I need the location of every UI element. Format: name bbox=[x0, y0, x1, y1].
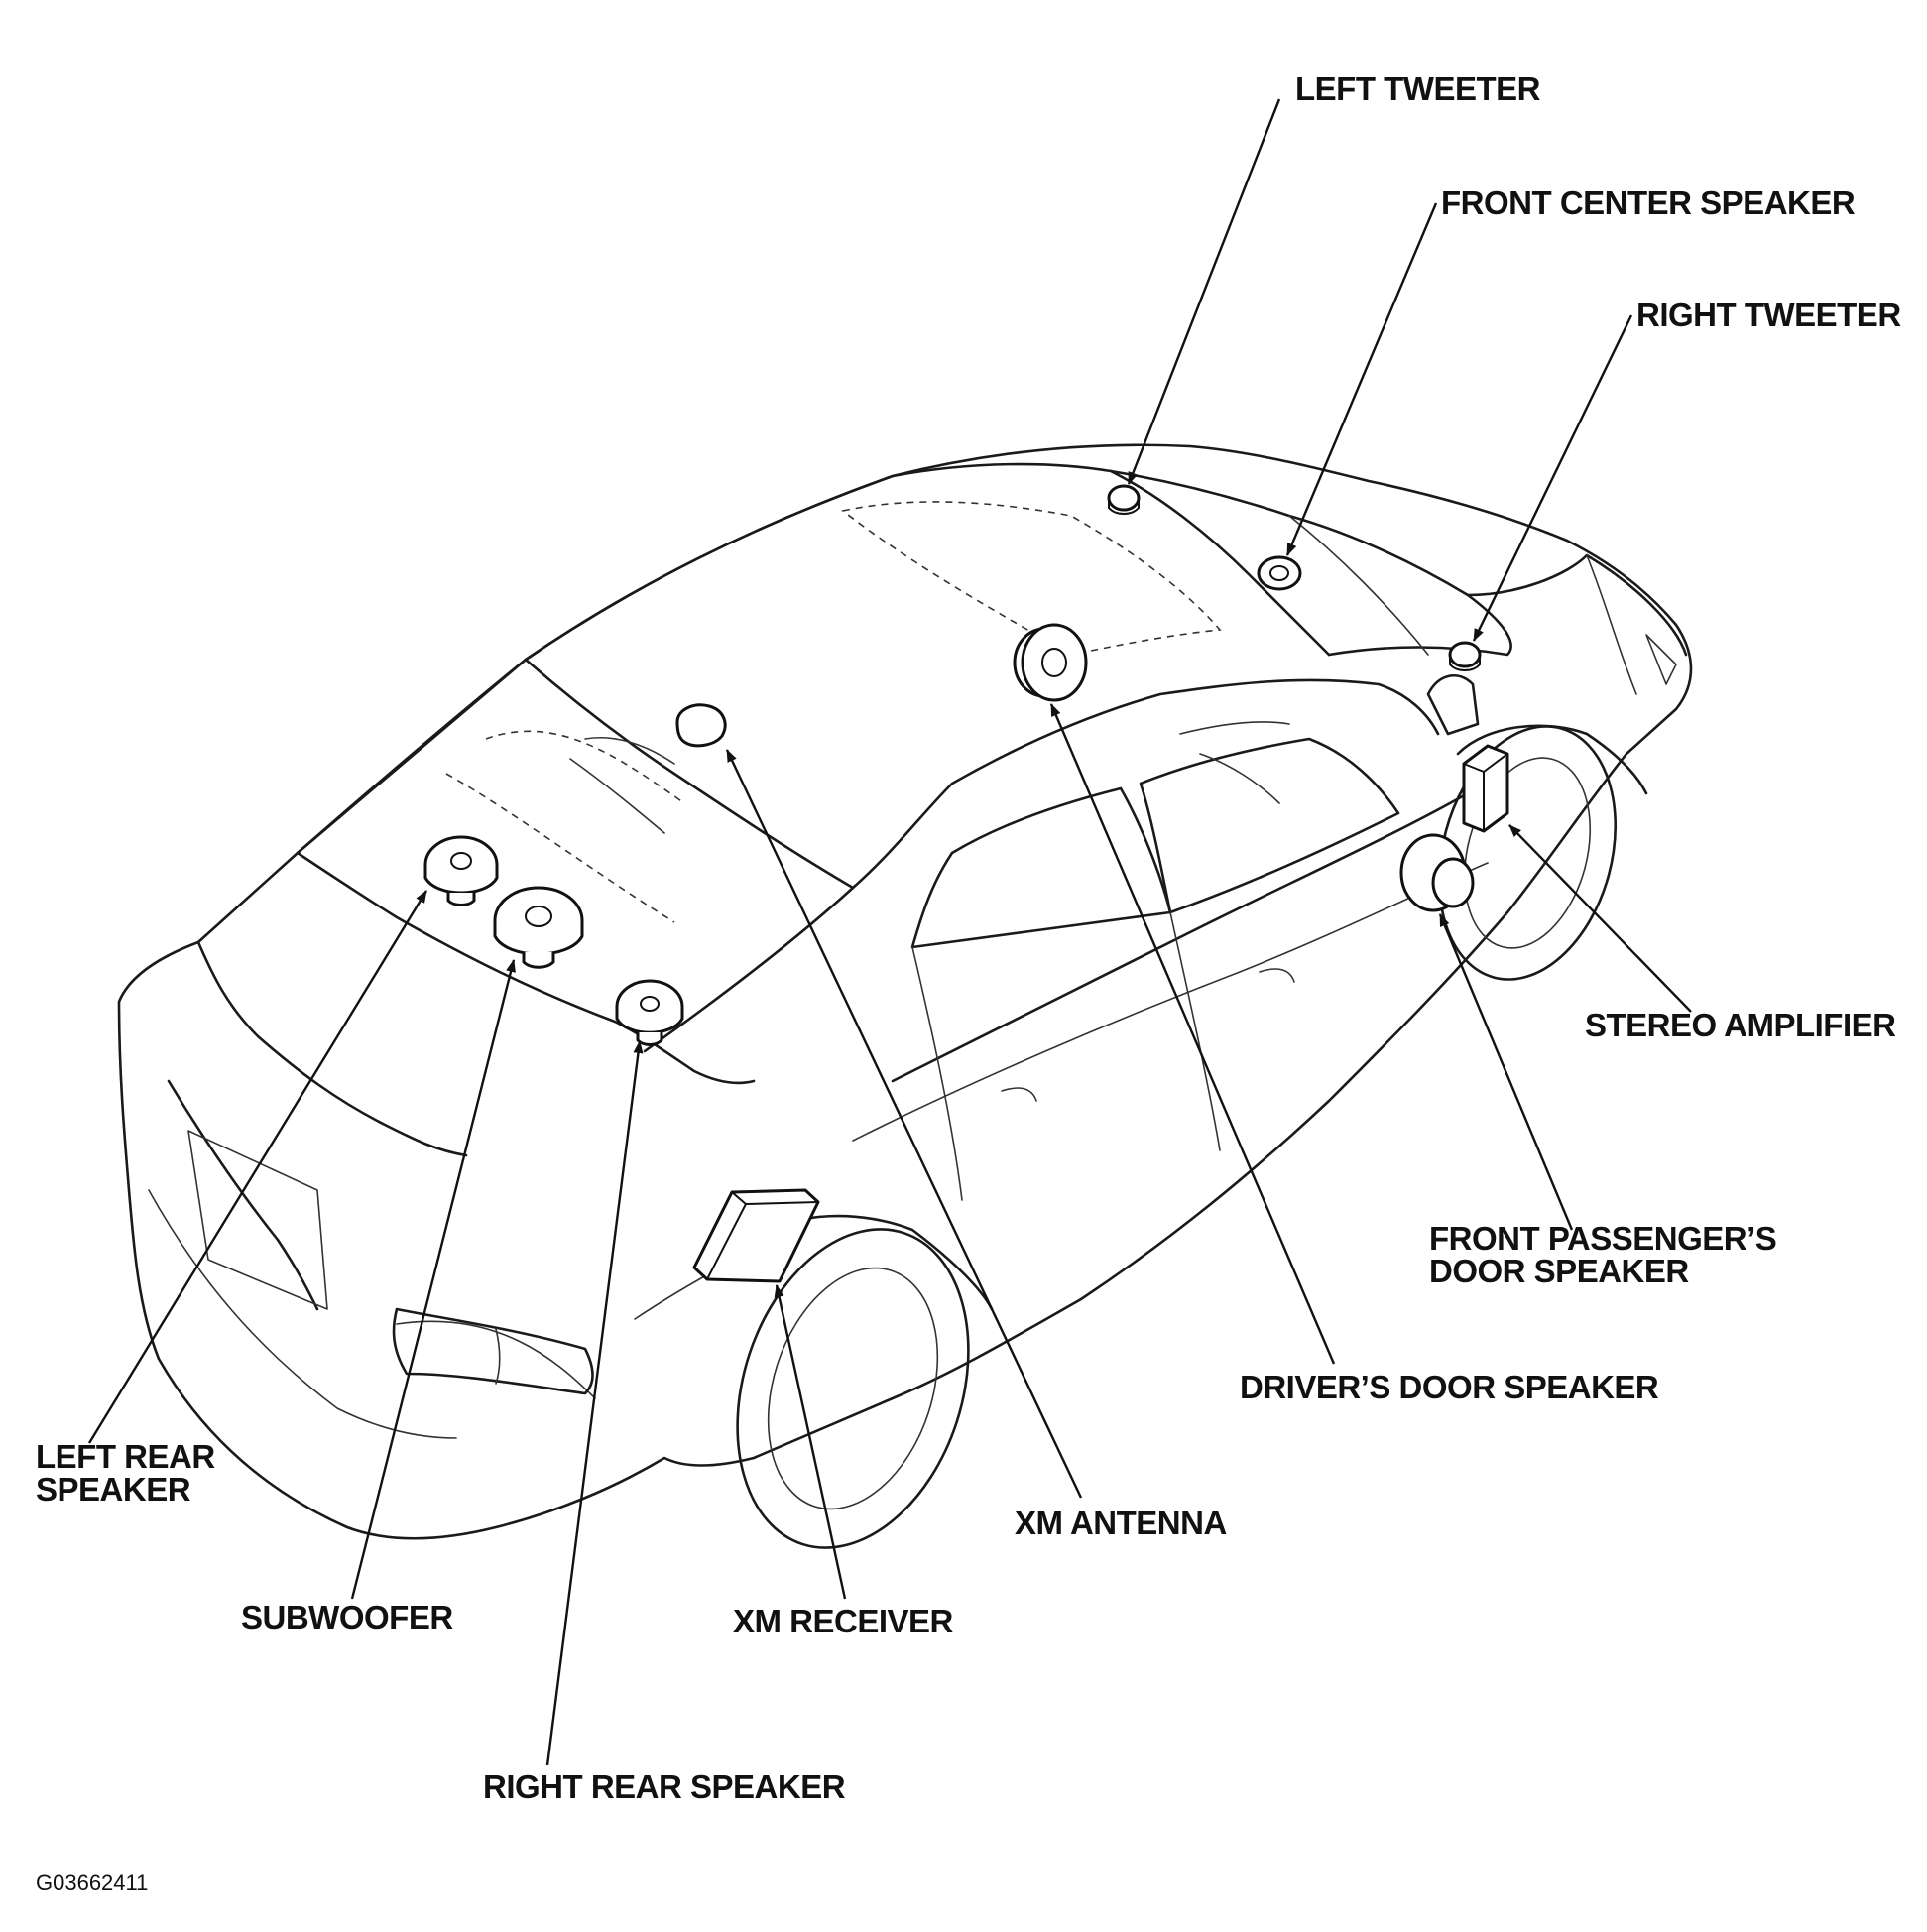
front-center-speaker-part bbox=[1257, 555, 1302, 591]
label-front-passenger-door-speaker-line2: DOOR SPEAKER bbox=[1429, 1253, 1689, 1289]
leader-left-rear-speaker bbox=[87, 890, 428, 1444]
leader-stereo-amplifier bbox=[1508, 824, 1692, 1013]
leader-front-passenger-door-speaker bbox=[1438, 913, 1574, 1231]
right-rear-speaker-part bbox=[615, 979, 684, 1046]
leader-xm-receiver bbox=[774, 1284, 847, 1600]
label-left-rear-speaker-line1: LEFT REAR bbox=[36, 1438, 215, 1475]
left-rear-speaker-part bbox=[423, 835, 499, 906]
leader-right-rear-speaker bbox=[545, 1040, 644, 1766]
label-xm-receiver: XM RECEIVER bbox=[733, 1603, 954, 1639]
label-stereo-amplifier: STEREO AMPLIFIER bbox=[1585, 1007, 1896, 1043]
label-left-rear-speaker-line2: SPEAKER bbox=[36, 1471, 191, 1508]
leader-drivers-door-speaker bbox=[1049, 703, 1336, 1365]
label-right-tweeter: RIGHT TWEETER bbox=[1636, 297, 1901, 333]
leader-right-tweeter bbox=[1472, 314, 1633, 642]
front-passenger-door-speaker-part bbox=[1399, 833, 1475, 912]
label-front-center-speaker: FRONT CENTER SPEAKER bbox=[1441, 184, 1856, 221]
xm-receiver-part bbox=[692, 1188, 820, 1283]
stereo-amplifier-part bbox=[1462, 744, 1509, 833]
label-front-passenger-door-speaker-line1: FRONT PASSENGER’S bbox=[1429, 1220, 1776, 1257]
drivers-door-speaker-part bbox=[1013, 623, 1088, 702]
label-xm-antenna: XM ANTENNA bbox=[1015, 1505, 1227, 1541]
leader-left-tweeter bbox=[1127, 98, 1281, 485]
label-subwoofer: SUBWOOFER bbox=[241, 1599, 453, 1635]
car-body-outline bbox=[117, 443, 1693, 1549]
leader-lines bbox=[87, 98, 1692, 1766]
leader-front-center-speaker bbox=[1285, 202, 1438, 556]
leader-subwoofer bbox=[350, 959, 516, 1600]
figure-code: G03662411 bbox=[36, 1871, 148, 1895]
xm-antenna-part bbox=[675, 703, 727, 748]
right-tweeter-part bbox=[1448, 641, 1482, 671]
label-right-rear-speaker: RIGHT REAR SPEAKER bbox=[483, 1768, 846, 1805]
left-tweeter-part bbox=[1107, 484, 1141, 515]
label-left-tweeter: LEFT TWEETER bbox=[1295, 70, 1541, 107]
callout-labels: LEFT TWEETER FRONT CENTER SPEAKER RIGHT … bbox=[36, 70, 1902, 1895]
subwoofer-part bbox=[493, 886, 584, 969]
label-drivers-door-speaker: DRIVER’S DOOR SPEAKER bbox=[1240, 1369, 1659, 1405]
leader-xm-antenna bbox=[725, 749, 1083, 1499]
